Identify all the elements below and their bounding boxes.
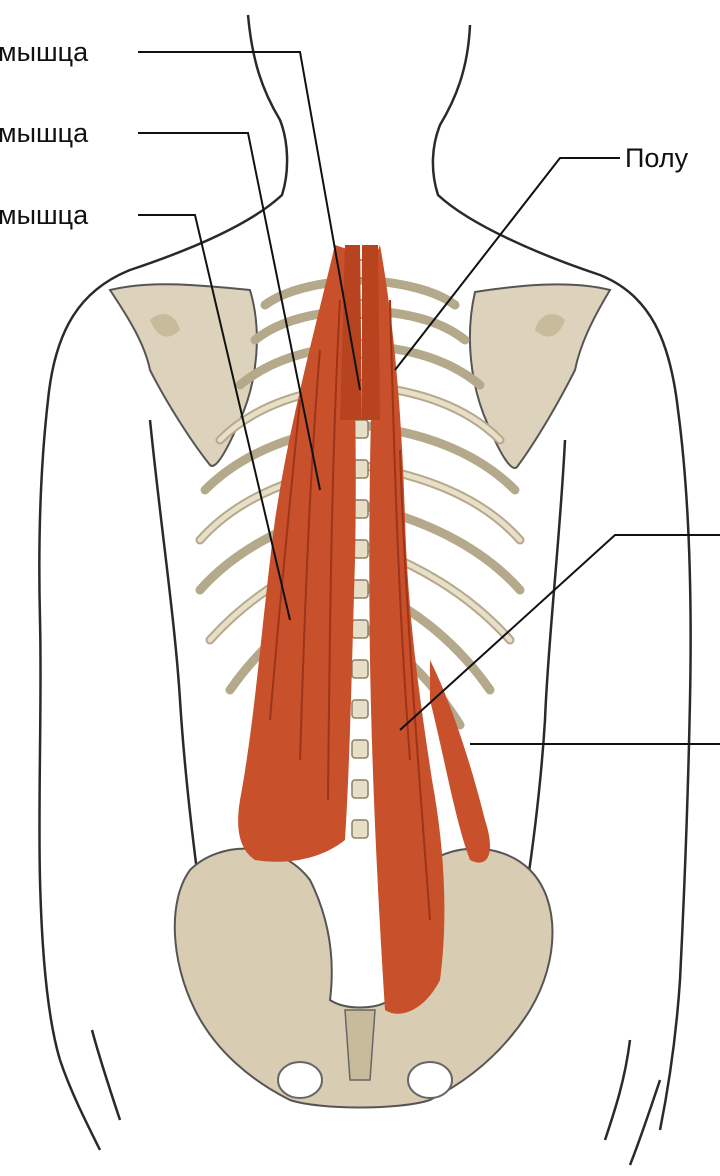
pelvis: [175, 849, 553, 1108]
semispinalis-muscle: [340, 245, 380, 420]
label-muscle-1: мышца: [0, 36, 88, 68]
label-muscle-2: мышца: [0, 117, 88, 149]
scapula-left: [110, 284, 257, 466]
label-muscle-3: мышца: [0, 199, 88, 231]
scapula-right: [470, 284, 610, 468]
label-semi-muscle: Полу: [625, 142, 688, 174]
